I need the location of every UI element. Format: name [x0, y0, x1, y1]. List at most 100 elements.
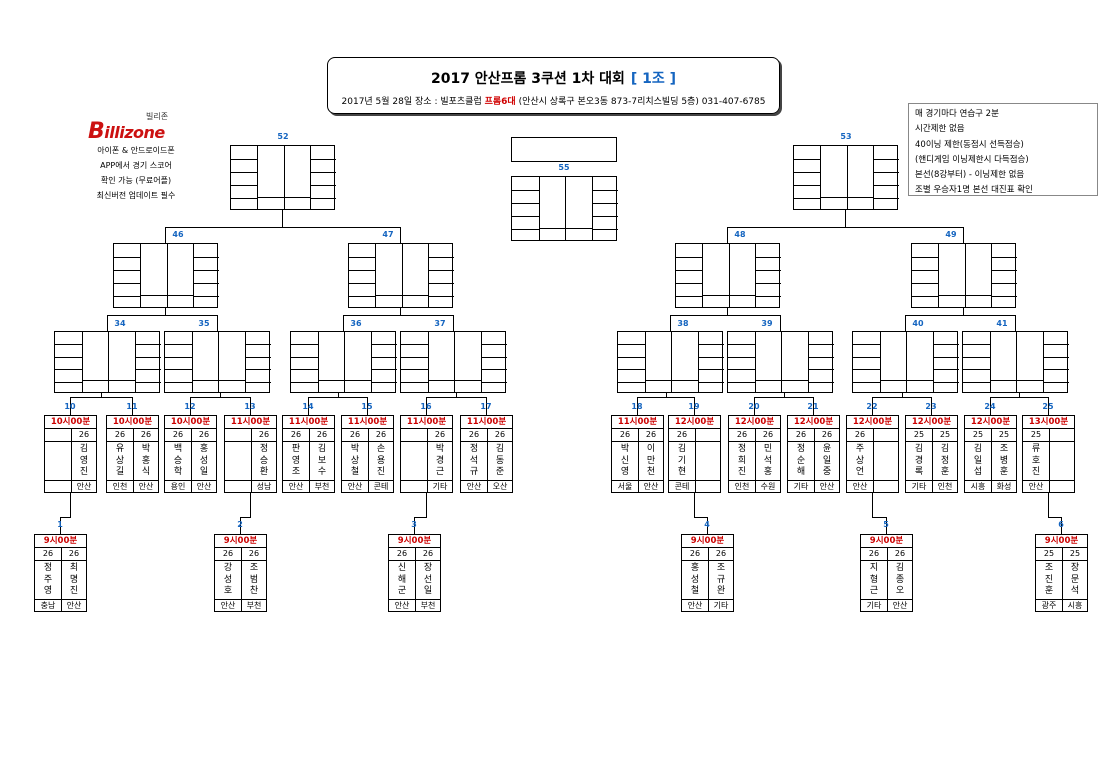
match-time: 9시00분	[35, 535, 86, 548]
name-char: 석	[763, 455, 773, 466]
box-row-line	[807, 356, 834, 358]
box-row-line	[912, 283, 939, 284]
name-char: 근	[435, 467, 445, 477]
player-region: 화성	[996, 482, 1012, 491]
player-region: 안산	[852, 482, 868, 491]
box-row-line	[872, 198, 899, 199]
name-char: 식	[141, 467, 151, 477]
bracket-line	[963, 227, 964, 244]
venue-address: (안산시 상록구 본오3동 873-7리치스빌딩 5층) 031-407-678…	[515, 97, 766, 107]
match-box-55	[511, 176, 618, 241]
card-divider	[487, 428, 488, 492]
box-divider	[565, 177, 566, 240]
handicap-score: 26	[140, 430, 152, 439]
match-time: 9시00분	[682, 535, 733, 548]
name-char: 윤	[822, 444, 832, 454]
match-time: 13시00분	[1023, 416, 1074, 429]
name-char: 희	[737, 455, 747, 466]
bracket-line	[426, 397, 427, 416]
name-char: 군	[397, 586, 407, 596]
box-row-line	[165, 381, 192, 383]
box-row-line	[114, 296, 141, 297]
card-line	[729, 480, 780, 481]
handicap-score: 26	[795, 430, 807, 439]
box-row-line	[191, 380, 245, 381]
match-box-final	[793, 145, 899, 210]
box-row-line	[134, 381, 161, 383]
match-number: 10	[64, 402, 76, 411]
name-char: 준	[495, 467, 505, 477]
rule-line: 40이닝 제한(동점시 선득점승)	[915, 139, 1024, 150]
box-row-line	[938, 295, 991, 296]
rule-line: (핸디게임 이닝제한시 다득점승)	[915, 154, 1029, 165]
card-divider	[991, 428, 992, 492]
box-row-line	[1042, 381, 1069, 383]
bracket-line	[694, 493, 695, 518]
box-row-line	[728, 344, 755, 346]
card-line	[861, 560, 912, 561]
box-row-line	[401, 356, 428, 358]
name-char: 진	[376, 467, 386, 477]
bracket-line	[250, 493, 251, 518]
name-char: 홍	[141, 455, 151, 466]
match-time: 9시00분	[1036, 535, 1087, 548]
box-row-line	[291, 369, 318, 371]
bracket-line	[845, 210, 846, 228]
box-row-line	[853, 369, 880, 371]
header-blank-box	[511, 137, 617, 162]
name-char: 류	[1031, 444, 1041, 454]
name-char: 장	[1070, 563, 1080, 573]
box-row-line	[820, 197, 873, 198]
player-region: 기타	[713, 601, 729, 610]
bracket-line	[337, 393, 339, 398]
box-row-line	[1042, 356, 1069, 358]
box-row-line	[963, 356, 990, 358]
name-char: 조	[291, 467, 301, 477]
handicap-score: 26	[42, 549, 54, 558]
bracket-line	[217, 315, 218, 332]
name-char: 승	[173, 455, 183, 466]
box-row-line	[192, 257, 219, 258]
player-region: 안산	[76, 482, 92, 491]
box-row-line	[480, 344, 507, 346]
app-info-line: 최신버전 업데이트 필수	[96, 191, 176, 200]
match-time: 12시00분	[965, 416, 1016, 429]
name-char: 명	[69, 574, 79, 585]
match-number: 23	[925, 402, 937, 411]
app-info-line: APP에서 경기 스코어	[100, 161, 172, 170]
name-char: 록	[914, 467, 924, 477]
handicap-score: 25	[1043, 549, 1055, 558]
box-row-line	[134, 369, 161, 371]
card-line	[847, 480, 898, 481]
bracket-line	[220, 393, 221, 398]
card-line	[283, 441, 334, 442]
box-divider	[697, 332, 699, 392]
card-divider	[415, 547, 416, 611]
box-row-line	[165, 369, 192, 371]
bracket-line	[486, 397, 487, 416]
bracket-line	[783, 393, 785, 398]
box-row-line	[618, 369, 645, 371]
name-char: 정	[259, 444, 269, 454]
bracket-line	[931, 397, 932, 416]
box-row-line	[81, 380, 135, 381]
bracket-line	[872, 517, 887, 518]
handicap-score	[401, 429, 427, 441]
bracket-line	[240, 517, 251, 518]
card-divider	[309, 428, 310, 492]
box-row-line	[728, 369, 755, 371]
box-divider	[134, 332, 136, 392]
name-char: 진	[79, 467, 89, 477]
match-number: 19	[688, 402, 700, 411]
player-region: 안산	[643, 482, 659, 491]
